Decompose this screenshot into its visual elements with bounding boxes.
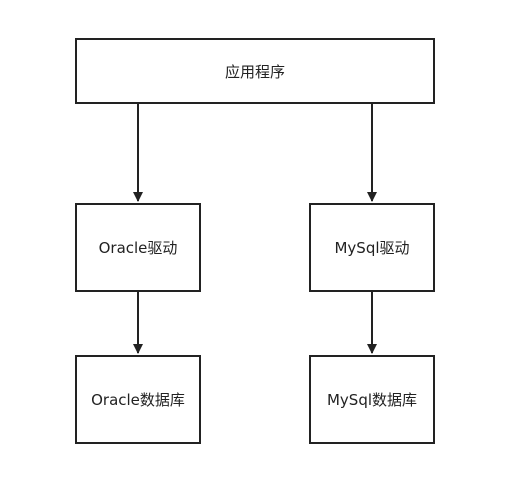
node-mysql-driver: MySql驱动 (309, 203, 435, 292)
node-label: 应用程序 (224, 62, 285, 81)
node-label: MySql数据库 (326, 391, 418, 409)
node-oracle-driver: Oracle驱动 (75, 203, 201, 292)
node-label: Oracle驱动 (98, 239, 178, 257)
node-label: Oracle数据库 (91, 391, 185, 409)
node-oracle-database: Oracle数据库 (75, 355, 201, 444)
node-label: MySql驱动 (334, 239, 410, 257)
node-application: 应用程序 (75, 38, 435, 104)
node-mysql-database: MySql数据库 (309, 355, 435, 444)
